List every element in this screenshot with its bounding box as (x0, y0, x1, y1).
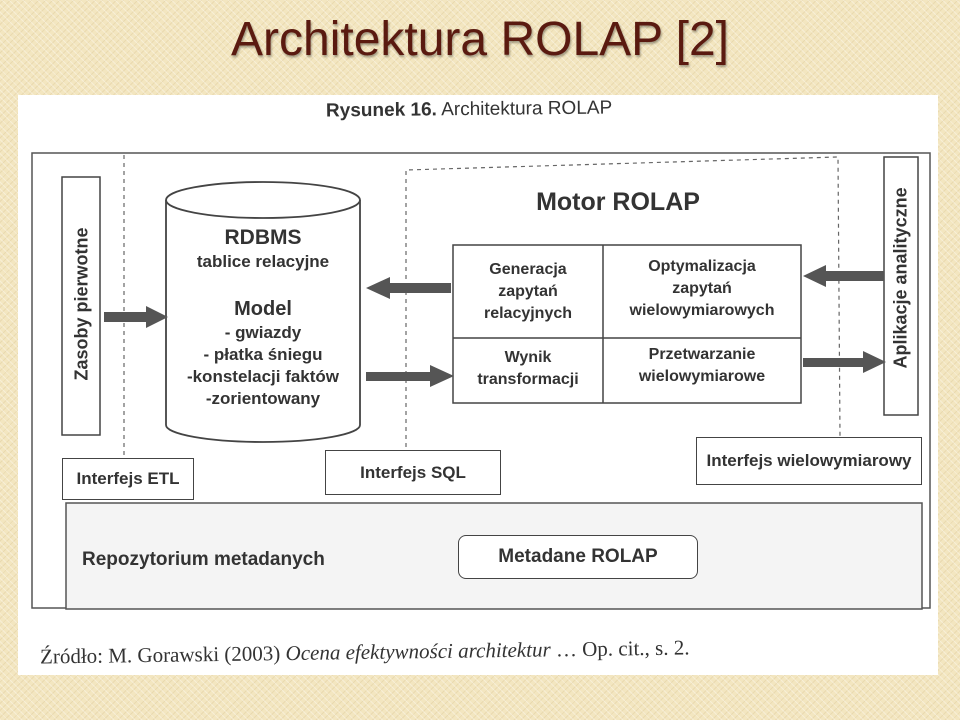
model-item: -zorientowany (205, 389, 321, 408)
slide-title: Architektura ROLAP [2] (231, 13, 729, 66)
model-item: - gwiazdy (224, 323, 302, 342)
arrows (104, 265, 886, 387)
interface-multidim-box: Interfejs wielowymiarowy (696, 437, 922, 485)
figure-caption: Rysunek 16. Architektura ROLAP (326, 98, 612, 123)
right-panel-box (883, 156, 919, 416)
figure-caption-number: Rysunek 16. (325, 99, 438, 122)
interface-etl-box: Interfejs ETL (62, 458, 194, 500)
model-item: -konstelacji faktów (186, 367, 340, 386)
rdbms-title: RDBMS (224, 226, 302, 249)
arrow-engine-to-apps (803, 351, 886, 373)
engine-cell-line: Generacja (489, 261, 567, 278)
source-title: Ocena efektywności architektur (285, 637, 551, 666)
source-suffix: … Op. cit., s. 2. (555, 635, 690, 662)
figure-caption-text: Architektura ROLAP (441, 97, 613, 121)
model-item: - płatka śniegu (203, 345, 323, 364)
engine-title: Motor ROLAP (536, 188, 700, 216)
engine-cell-line: Optymalizacja (648, 258, 756, 275)
model-title: Model (234, 298, 292, 320)
arrow-apps-to-engine (803, 265, 884, 287)
engine-cell-line: Przetwarzanie (648, 346, 756, 363)
rdbms-cylinder-body (165, 200, 361, 443)
left-panel-box (61, 176, 101, 436)
engine-cell-line: zapytań (672, 280, 732, 297)
engine-cell-line: zapytań (498, 283, 558, 300)
rdbms-cylinder-top (165, 181, 361, 219)
dashed-frame-engine (405, 156, 841, 455)
engine-cell-line: transformacji (477, 371, 579, 388)
rdbms-subtitle: tablice relacyjne (196, 252, 330, 271)
engine-cell-line: wielowymiarowych (629, 302, 775, 319)
diagram-lines (31, 152, 931, 610)
arrow-sources-to-rdbms (104, 306, 168, 328)
repository-label: Repozytorium metadanych (82, 549, 325, 570)
right-panel-label: Aplikacje analityczne (890, 187, 911, 369)
arrow-engine-to-rdbms (366, 277, 451, 299)
repository-band (65, 502, 923, 610)
source-prefix: Źródło: M. Gorawski (2003) (39, 641, 281, 669)
engine-grid-box (452, 244, 802, 404)
interface-sql-box: Interfejs SQL (325, 450, 501, 495)
metadata-rolap-box: Metadane ROLAP (458, 535, 698, 579)
engine-cell-line: wielowymiarowe (638, 368, 766, 385)
arrow-rdbms-to-engine (366, 365, 454, 387)
engine-cell-line: Wynik (504, 349, 552, 366)
rolap-architecture-figure: Rysunek 16. Architektura ROLAP Zasoby pi… (18, 95, 938, 675)
engine-cell-line: relacyjnych (483, 305, 573, 322)
left-panel-label: Zasoby pierwotne (71, 227, 92, 381)
